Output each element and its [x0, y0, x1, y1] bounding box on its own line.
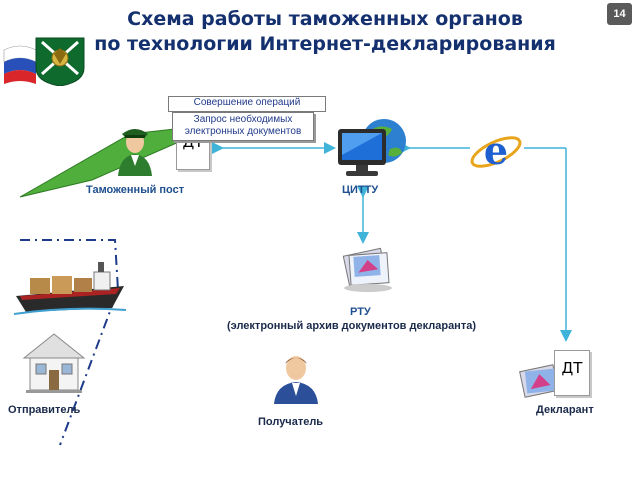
customs-emblem-icon	[3, 37, 85, 86]
archive-documents-icon	[342, 247, 392, 292]
title-line-1: Схема работы таможенных органов	[127, 8, 523, 30]
label-rtu: РТУ	[350, 306, 371, 318]
svg-text:e: e	[484, 128, 508, 173]
title-line-2: по технологии Интернет-декларирования	[94, 33, 556, 55]
label-recipient: Получатель	[258, 416, 324, 428]
callout-request-line1: Запрос необходимых	[193, 114, 293, 125]
callout-request: Запрос необходимых электронных документо…	[172, 112, 314, 141]
slide-number: 14	[607, 3, 632, 25]
callout-operations: Совершение операций	[168, 96, 326, 112]
label-declarant: Декларант	[536, 404, 594, 416]
internet-explorer-icon: e	[470, 128, 522, 173]
recipient-person-icon	[274, 356, 318, 404]
customs-officer-icon	[118, 129, 152, 176]
declarant-document-badge: ДТ	[561, 359, 583, 377]
computer-globe-icon	[338, 119, 406, 176]
label-cittu: ЦИТТУ	[342, 184, 379, 196]
declarant-document: ДТ	[554, 350, 590, 396]
label-customs-post: Таможенный пост	[86, 184, 185, 196]
callout-request-line2: электронных документов	[184, 126, 302, 137]
ship-icon	[13, 262, 127, 315]
house-icon	[22, 333, 86, 393]
label-sender: Отправитель	[8, 404, 81, 416]
declarant-archive-icon	[519, 364, 559, 398]
label-rtu-sub: (электронный архив документов декларанта…	[227, 320, 476, 332]
border-line	[20, 239, 120, 446]
